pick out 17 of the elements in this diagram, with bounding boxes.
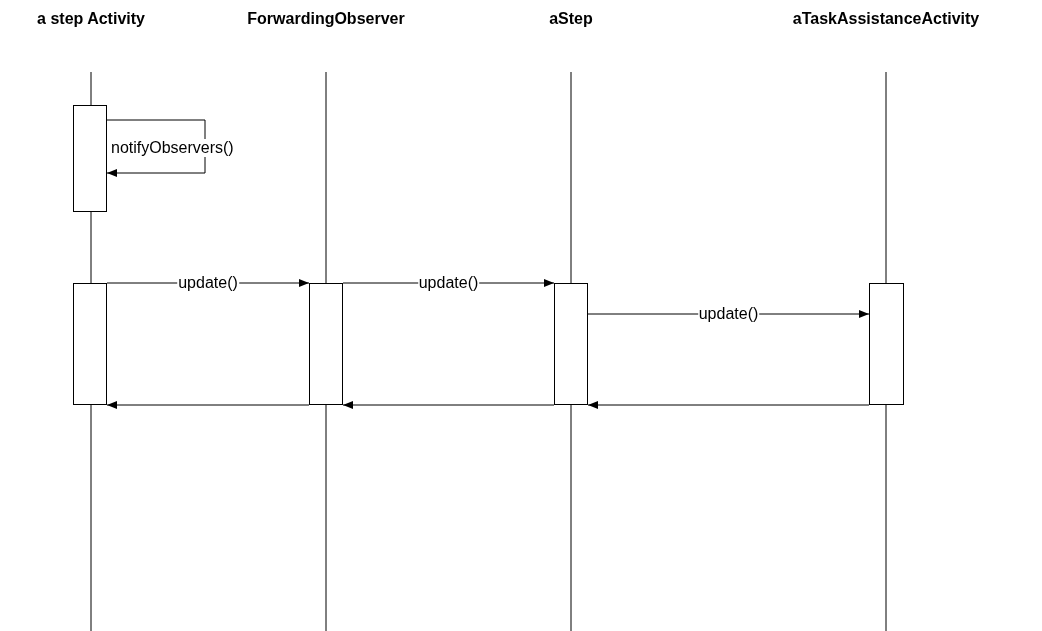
message-arrow xyxy=(587,401,870,409)
activation-bar xyxy=(554,283,588,405)
message-label: update() xyxy=(697,305,760,323)
message-arrow xyxy=(106,401,310,409)
message-label: notifyObservers() xyxy=(110,139,235,157)
message-arrow xyxy=(342,401,555,409)
activation-bar xyxy=(309,283,343,405)
participant-name: aTaskAssistanceActivity xyxy=(792,10,980,28)
activation-bar xyxy=(73,283,107,405)
message-label: update() xyxy=(417,274,480,292)
activation-bar xyxy=(73,105,107,212)
activation-bar xyxy=(869,283,904,405)
message-arrow xyxy=(106,119,206,177)
message-label: update() xyxy=(177,274,239,292)
participant-name: a step Activity xyxy=(37,10,145,28)
participant-name: ForwardingObserver xyxy=(247,10,405,28)
participant-name: aStep xyxy=(549,10,593,28)
